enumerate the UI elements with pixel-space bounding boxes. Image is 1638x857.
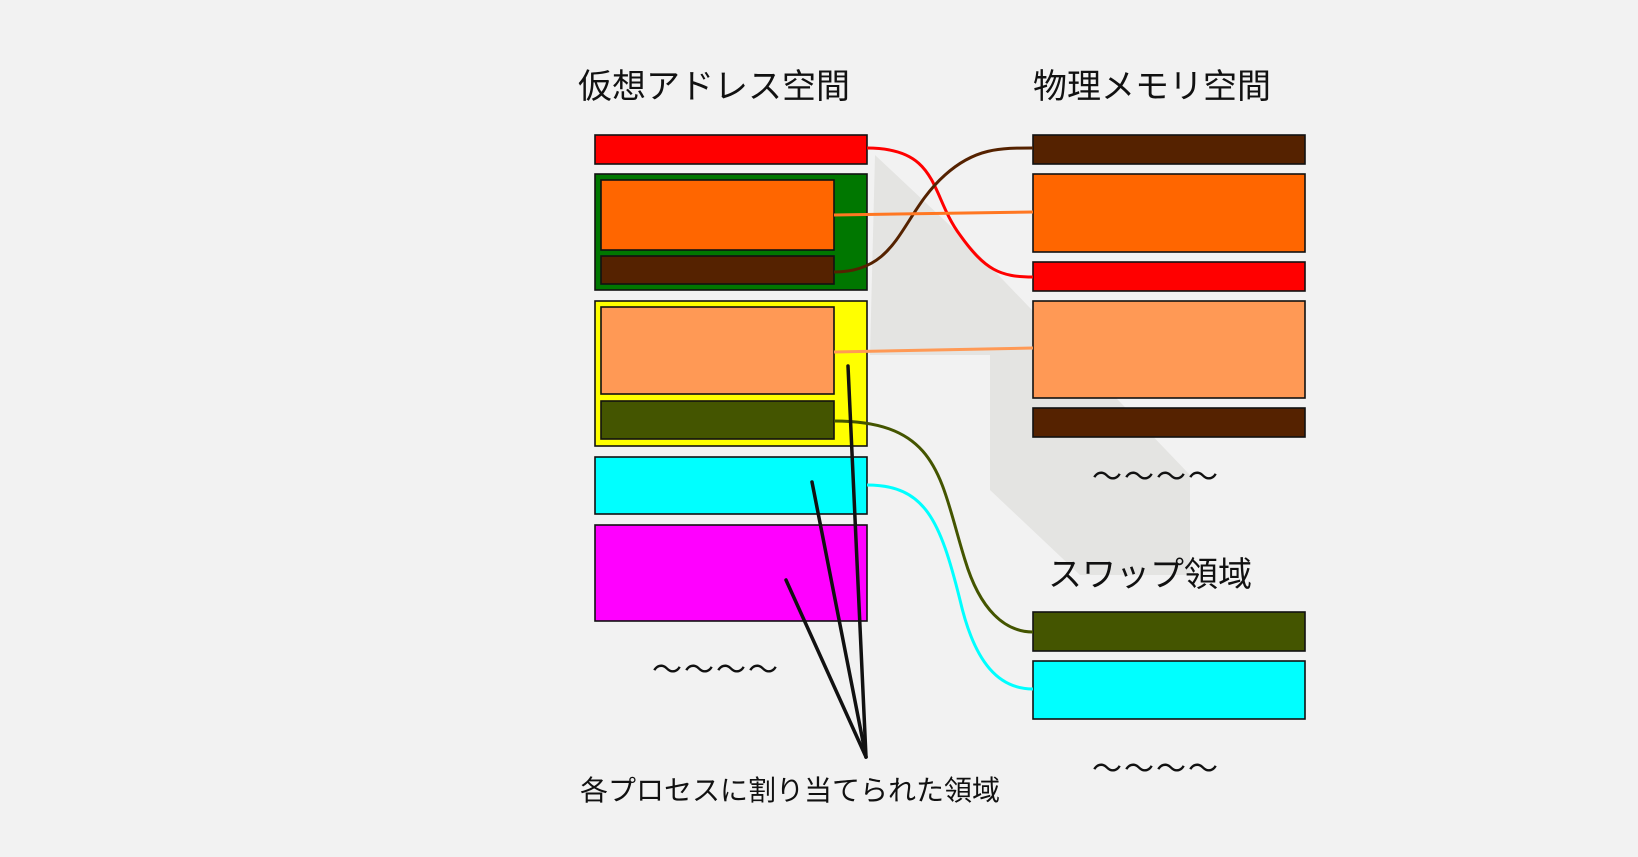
virtual-block-light-orange <box>600 306 835 395</box>
physical-block-dark-brown-bottom <box>1032 407 1306 438</box>
physical-block-light-orange <box>1032 300 1306 399</box>
swap-block-olive <box>1032 611 1306 652</box>
pointer-line-to-cyan <box>810 480 868 759</box>
connector-red <box>866 146 1034 279</box>
virtual-block-orange <box>600 179 835 251</box>
swap-continuation-tilde: 〜〜〜〜 <box>1092 752 1220 787</box>
virtual-block-olive <box>600 400 835 440</box>
annotation-label: 各プロセスに割り当てられた領域 <box>580 774 1000 807</box>
virtual-block-cyan <box>594 456 868 515</box>
virtual-block-magenta <box>594 524 868 622</box>
connector-orange <box>833 210 1034 217</box>
pointer-line-to-magenta <box>784 578 868 759</box>
background-arrow-shape <box>870 155 1190 575</box>
virtual-address-space <box>594 134 868 622</box>
virtual-address-space-title: 仮想アドレス空間 <box>578 67 850 107</box>
physical-memory-space-title: 物理メモリ空間 <box>1033 67 1271 107</box>
connector-light-orange <box>833 346 1034 354</box>
virtual-block-red <box>594 134 868 165</box>
physical-block-red <box>1032 261 1306 292</box>
swap-area <box>1032 611 1306 720</box>
connector-olive <box>833 419 1034 634</box>
physical-memory-space <box>1032 134 1306 438</box>
virtual-continuation-tilde: 〜〜〜〜 <box>652 653 780 688</box>
pointer-line-to-light-orange <box>846 364 868 759</box>
swap-area-title: スワップ領域 <box>1048 555 1252 595</box>
virtual-block-dark-brown <box>600 255 835 285</box>
physical-block-dark-brown-top <box>1032 134 1306 165</box>
connector-dark-brown <box>833 146 1034 274</box>
physical-block-orange <box>1032 173 1306 253</box>
connector-cyan <box>866 483 1034 691</box>
swap-block-cyan <box>1032 660 1306 720</box>
physical-continuation-tilde: 〜〜〜〜 <box>1092 460 1220 495</box>
annotation-pointers <box>784 364 868 759</box>
mapping-connectors <box>833 146 1034 691</box>
